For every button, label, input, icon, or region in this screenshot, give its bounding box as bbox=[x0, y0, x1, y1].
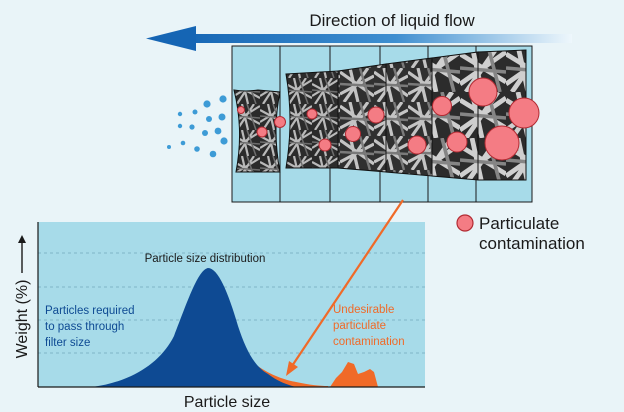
chart-axes bbox=[37, 222, 425, 388]
filtered-droplets bbox=[167, 95, 228, 158]
y-axis-label: Weight (%) bbox=[14, 280, 31, 359]
contamination-pointer-arrow-icon bbox=[286, 199, 404, 376]
filter-media-coarse bbox=[385, 49, 527, 181]
trapped-particles bbox=[237, 77, 540, 161]
flow-direction-label: Direction of liquid flow bbox=[309, 11, 475, 30]
distribution-chart: Particle size distribution Particles req… bbox=[14, 222, 425, 411]
right-note-line2: particulate bbox=[333, 320, 386, 332]
contamination-peak bbox=[330, 362, 378, 387]
flow-arrow-icon bbox=[146, 26, 572, 51]
y-axis-label-group: Weight (%) bbox=[14, 235, 31, 358]
chart-title: Particle size distribution bbox=[145, 253, 266, 265]
left-note-line1: Particles required bbox=[45, 305, 134, 317]
filter-stack bbox=[231, 45, 540, 203]
particle-legend-icon bbox=[456, 214, 474, 232]
left-note-line2: to pass through bbox=[45, 321, 124, 333]
legend-label-line1: Particulate bbox=[479, 214, 559, 233]
x-axis-label: Particle size bbox=[184, 394, 270, 411]
left-note-line3: filter size bbox=[45, 337, 90, 349]
particle-size-distribution-curve bbox=[92, 268, 296, 387]
legend-label-line2: contamination bbox=[479, 234, 585, 253]
legend: Particulate contamination bbox=[456, 214, 585, 253]
right-note-line3: contamination bbox=[333, 336, 405, 348]
right-note-line1: Undesirable bbox=[333, 304, 394, 316]
